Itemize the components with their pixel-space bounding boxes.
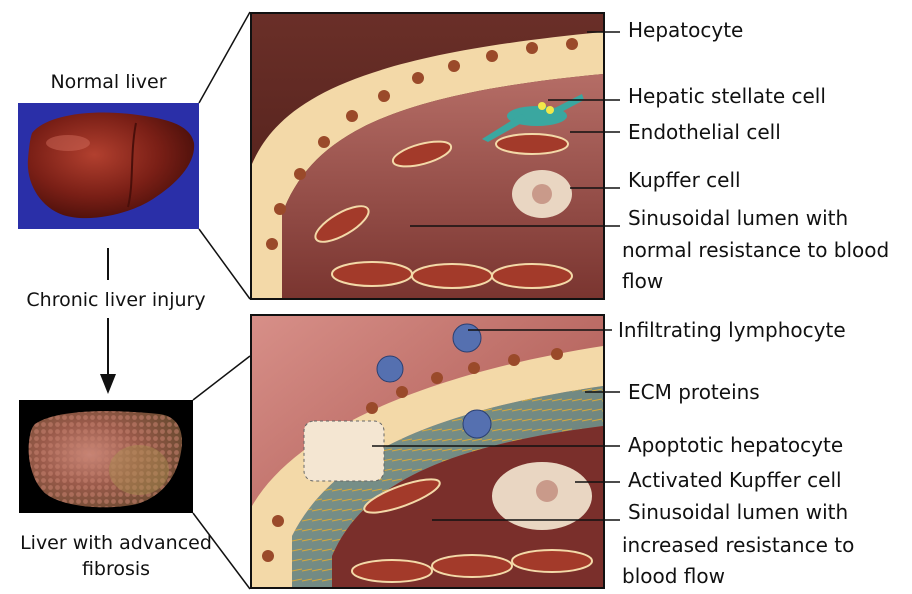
label-kupffer-cell: Kupffer cell xyxy=(628,168,741,192)
label-infiltrating-lymphocyte: Infiltrating lymphocyte xyxy=(618,318,846,342)
label-sinusoid-increased-line1: Sinusoidal lumen with xyxy=(628,500,848,524)
label-sinusoid-normal-line3: flow xyxy=(622,269,663,293)
zoom-line-top-upper xyxy=(199,12,250,103)
label-sinusoid-increased-line2: increased resistance to xyxy=(622,533,854,557)
label-hepatocyte: Hepatocyte xyxy=(628,18,743,42)
zoom-line-bottom-lower xyxy=(193,513,250,589)
label-sinusoid-normal-line2: normal resistance to blood xyxy=(622,238,889,262)
label-ecm-proteins: ECM proteins xyxy=(628,380,760,404)
label-apoptotic-hepatocyte: Apoptotic hepatocyte xyxy=(628,433,843,457)
zoom-line-top-lower xyxy=(199,229,250,299)
label-activated-kupffer: Activated Kupffer cell xyxy=(628,468,842,492)
zoom-line-bottom-upper xyxy=(193,356,250,400)
label-stellate-cell: Hepatic stellate cell xyxy=(628,84,826,108)
label-sinusoid-normal-line1: Sinusoidal lumen with xyxy=(628,206,848,230)
arrow-head xyxy=(100,374,116,394)
label-endothelial-cell: Endothelial cell xyxy=(628,120,781,144)
label-sinusoid-increased-line3: blood flow xyxy=(622,564,725,588)
